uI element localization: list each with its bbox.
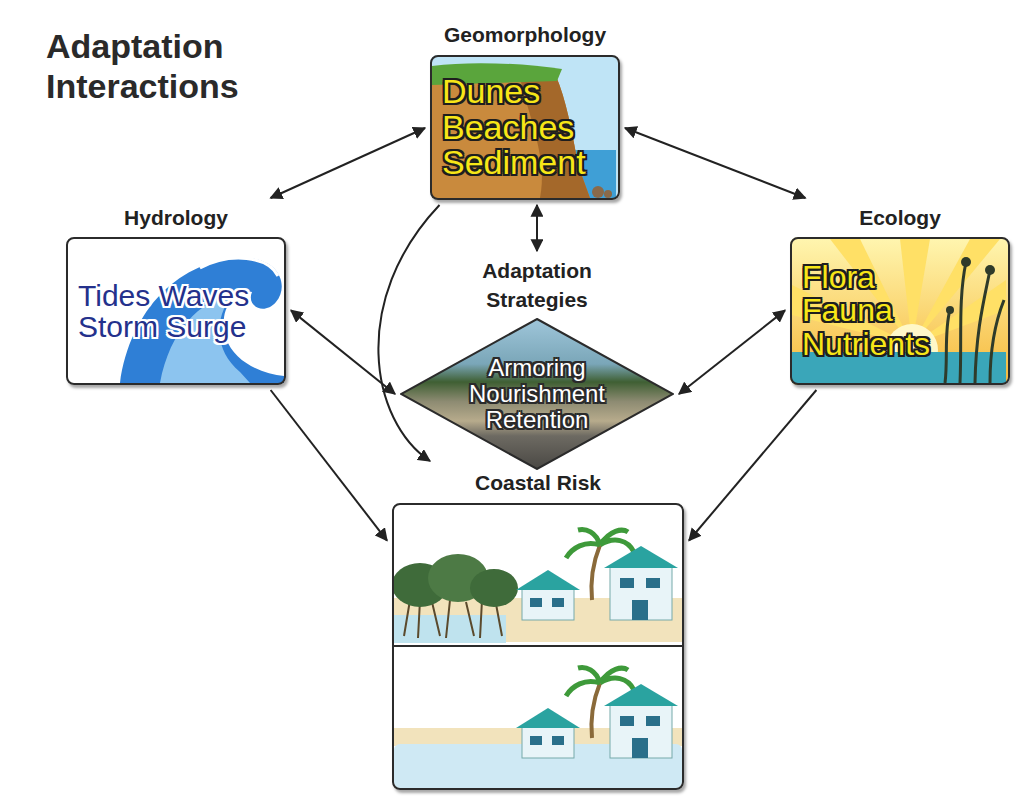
diagram-title: Adaptation Interactions (46, 26, 286, 106)
house-roof (516, 570, 580, 590)
node-heading: Ecology (790, 203, 1010, 233)
seed-head (946, 306, 954, 314)
house-wall (522, 726, 574, 758)
house (604, 546, 678, 620)
box-frame: Dunes Beaches Sediment (430, 55, 620, 200)
connector-arrow (625, 128, 805, 198)
hydrology-box: HydrologyTides Waves Storm Surge (66, 203, 286, 385)
ecology-box: EcologyFlora Fauna Nutrients (790, 203, 1010, 385)
house-roof (516, 708, 580, 728)
connector-arrow (271, 128, 425, 198)
house-wall (522, 588, 574, 620)
window (530, 598, 542, 607)
window (620, 716, 634, 726)
node-heading: Coastal Risk (392, 466, 684, 500)
sky (430, 55, 618, 200)
risk-box: Coastal Risk (392, 466, 684, 790)
connector-arrow (271, 390, 387, 541)
seed-head (961, 257, 971, 267)
node-heading: Geomorphology (430, 20, 620, 50)
sunrise-illustration (790, 237, 1008, 385)
house-roof (604, 684, 678, 706)
house (516, 570, 580, 620)
window (646, 578, 660, 588)
rock (604, 190, 612, 198)
window (552, 736, 564, 745)
mangrove (470, 569, 518, 607)
house (604, 684, 678, 758)
box-text: Armoring Nourishment Retention (462, 355, 612, 433)
door (632, 738, 648, 758)
house (516, 708, 580, 758)
window (620, 578, 634, 588)
box-frame: Flora Fauna Nutrients (790, 237, 1010, 385)
coast-illustration (392, 503, 684, 790)
box-frame: Tides Waves Storm Surge (66, 237, 286, 385)
connector-arrow (679, 310, 785, 394)
connector-arrow (689, 390, 816, 541)
palm-leaves (566, 668, 634, 696)
rock (592, 186, 604, 198)
sky (790, 237, 1008, 385)
wave-ground (66, 237, 286, 385)
strategy-diamond: Adaptation StrategiesArmoring Nourishmen… (400, 256, 674, 470)
box-text: Tides Waves Storm Surge (78, 280, 274, 343)
connector-arrow (378, 205, 439, 461)
box-text: Dunes Beaches Sediment (442, 74, 608, 181)
house-wall (610, 704, 672, 758)
seed-head (985, 265, 995, 275)
foam (200, 258, 278, 276)
box-frame (392, 503, 684, 790)
connector-arrow (536, 205, 538, 251)
box-text: Flora Fauna Nutrients (802, 261, 967, 362)
geomorphology-box: GeomorphologyDunes Beaches Sediment (430, 20, 620, 200)
palm-leaves (566, 530, 634, 558)
door (632, 600, 648, 620)
node-heading: Hydrology (66, 203, 286, 233)
marsh-water (394, 615, 506, 643)
window (530, 736, 542, 745)
grass-stems (945, 262, 1004, 383)
window (646, 716, 660, 726)
palm-trunk (591, 545, 600, 600)
house-wall (610, 566, 672, 620)
wave-illustration (66, 237, 286, 385)
house-roof (604, 546, 678, 568)
divider (392, 645, 684, 647)
palm-trunk (591, 683, 600, 738)
window (552, 598, 564, 607)
coast-ground (392, 503, 684, 790)
cliff-illustration (430, 55, 618, 200)
node-heading: Adaptation Strategies (462, 256, 612, 314)
diamond-fill (401, 319, 673, 469)
diamond-shape: Armoring Nourishment Retention (400, 318, 674, 470)
